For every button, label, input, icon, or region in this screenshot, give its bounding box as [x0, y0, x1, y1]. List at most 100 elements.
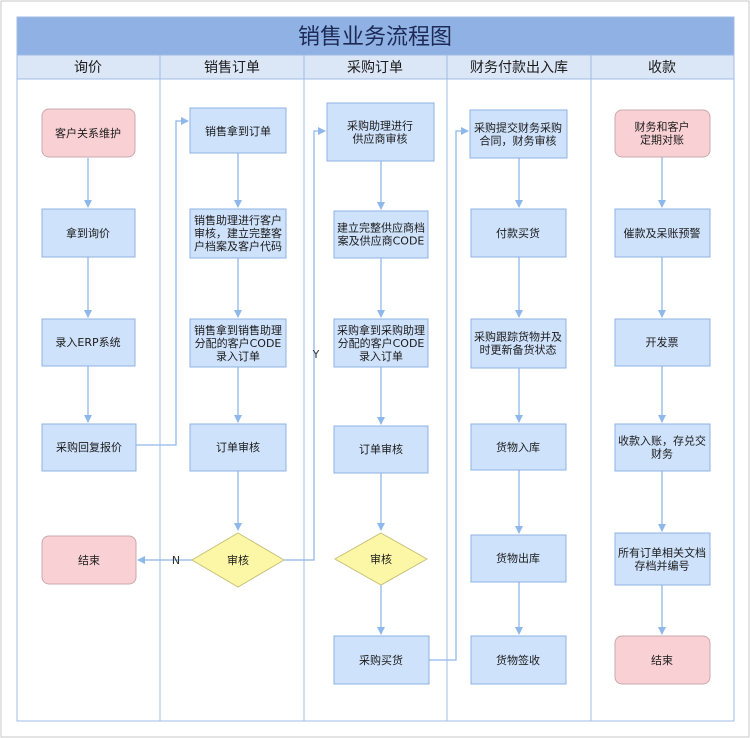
node-label-line: 货物入库 — [496, 440, 540, 454]
lane-header-row — [16, 54, 735, 80]
node-label: 采购助理进行供应商审核 — [347, 119, 413, 146]
node-label-line: 结束 — [78, 554, 100, 567]
process-node[interactable] — [41, 208, 136, 258]
process-node[interactable] — [333, 425, 429, 474]
process-node[interactable] — [333, 210, 429, 259]
node-label: 审核 — [227, 553, 249, 567]
node-label-line: 录入订单 — [359, 350, 403, 363]
process-node[interactable] — [189, 107, 287, 154]
node-label: 采购跟踪货物并及时更新备货状态 — [474, 330, 562, 357]
node-label-line: 销售助理进行客户 — [194, 213, 282, 227]
node-label-line: 催款及呆账预警 — [624, 226, 701, 240]
node-label: 结束 — [78, 554, 100, 567]
node-label: 收款入账，存兑交财务 — [618, 434, 706, 461]
lanes-body — [16, 78, 735, 722]
diagram-title: 销售业务流程图 — [298, 25, 452, 50]
edge-label-yes: Y — [312, 348, 320, 361]
lane-header-finance: 财务付款出入库 — [470, 60, 568, 76]
connectors — [84, 117, 666, 661]
node-label: 所有订单相关文档存档并编号 — [618, 546, 706, 573]
process-node[interactable] — [470, 423, 567, 471]
terminal-node[interactable] — [614, 109, 711, 158]
node-label-line: 供应商审核 — [353, 132, 408, 146]
node-label-line: 录入ERP系统 — [55, 336, 120, 349]
node-label: 催款及呆账预警 — [624, 226, 701, 240]
node-label: 开发票 — [646, 335, 679, 349]
node-label: 货物签收 — [496, 653, 540, 667]
node-label-line: 货物出库 — [496, 551, 540, 565]
node-label-line: 所有订单相关文档 — [618, 546, 706, 560]
node-label-line: 采购助理进行 — [347, 119, 413, 133]
nodes: 客户关系维护 拿到询价 录入ERP系统 采购回复报价 结束 销售拿到订单 销售助… — [41, 102, 711, 685]
node-label-line: 审核，建立完整客 — [194, 226, 282, 240]
node-label: 采购提交财务采购合同，财务审核 — [474, 121, 562, 148]
edge — [284, 127, 326, 561]
process-node[interactable] — [614, 318, 711, 367]
node-label-line: 合同，财务审核 — [480, 134, 557, 148]
process-node[interactable] — [469, 109, 568, 159]
process-node[interactable] — [470, 318, 567, 369]
process-node[interactable] — [333, 318, 429, 368]
node-label-line: 户档案及客户代码 — [194, 239, 282, 253]
edge — [429, 127, 469, 661]
node-label-line: 订单审核 — [216, 440, 260, 454]
lane-header-collection: 收款 — [648, 60, 676, 76]
process-node[interactable] — [189, 208, 287, 259]
node-label: 拿到询价 — [66, 226, 110, 240]
process-node[interactable] — [470, 208, 567, 258]
edge-label-no: N — [172, 554, 180, 567]
lane-header-sales-order: 销售订单 — [204, 60, 260, 76]
process-node[interactable] — [189, 423, 287, 472]
process-node[interactable] — [470, 635, 567, 685]
node-label: 建立完整供应商档案及供应商CODE — [337, 221, 425, 248]
node-label-line: 付款买货 — [496, 226, 540, 240]
node-label-line: 定期对账 — [640, 133, 684, 147]
node-label-line: 收款入账，存兑交 — [618, 434, 706, 448]
lane-header-inquiry: 询价 — [74, 60, 102, 76]
process-node[interactable] — [614, 208, 711, 258]
node-label-line: 客户关系维护 — [55, 126, 121, 140]
process-node[interactable] — [470, 534, 567, 583]
node-label-line: 拿到询价 — [66, 226, 110, 240]
node-label: 采购回复报价 — [56, 440, 122, 454]
node-label: 结束 — [651, 654, 673, 667]
process-node[interactable] — [41, 318, 136, 367]
terminal-node[interactable] — [41, 108, 136, 158]
node-label: 录入ERP系统 — [55, 336, 120, 349]
process-node[interactable] — [614, 532, 711, 586]
node-label: 财务和客户定期对账 — [635, 120, 690, 147]
node-label-line: 建立完整供应商档 — [337, 221, 425, 235]
node-label-line: 分配的客户CODE — [195, 336, 282, 350]
node-label-line: 时更新备货状态 — [480, 343, 557, 357]
process-node[interactable] — [326, 102, 435, 162]
node-label-line: 分配的客户CODE — [338, 336, 425, 350]
terminal-node[interactable] — [41, 535, 137, 585]
process-node[interactable] — [41, 423, 137, 472]
node-label: 采购买货 — [359, 653, 403, 667]
node-label: 审核 — [370, 552, 392, 566]
node-label: 订单审核 — [359, 442, 403, 456]
node-label-line: 销售拿到订单 — [205, 124, 271, 138]
node-label-line: 采购跟踪货物并及 — [474, 330, 562, 344]
process-node[interactable] — [614, 423, 711, 472]
node-label: 货物入库 — [496, 440, 540, 454]
node-label-line: 采购提交财务采购 — [474, 121, 562, 135]
decision-node[interactable] — [333, 532, 429, 586]
node-label: 客户关系维护 — [55, 126, 121, 140]
node-label-line: 审核 — [370, 552, 392, 566]
node-label-line: 财务和客户 — [635, 120, 690, 134]
decision-node[interactable] — [191, 532, 285, 588]
edge — [136, 117, 189, 446]
node-label-line: 结束 — [651, 654, 673, 667]
node-label: 销售拿到订单 — [205, 124, 271, 138]
node-label-line: 采购回复报价 — [56, 440, 122, 454]
process-node[interactable] — [333, 635, 430, 685]
node-label: 销售助理进行客户审核，建立完整客户档案及客户代码 — [194, 213, 282, 253]
node-label-line: 销售拿到销售助理 — [194, 323, 282, 337]
process-node[interactable] — [189, 318, 287, 368]
node-label: 订单审核 — [216, 440, 260, 454]
terminal-node[interactable] — [614, 635, 711, 685]
